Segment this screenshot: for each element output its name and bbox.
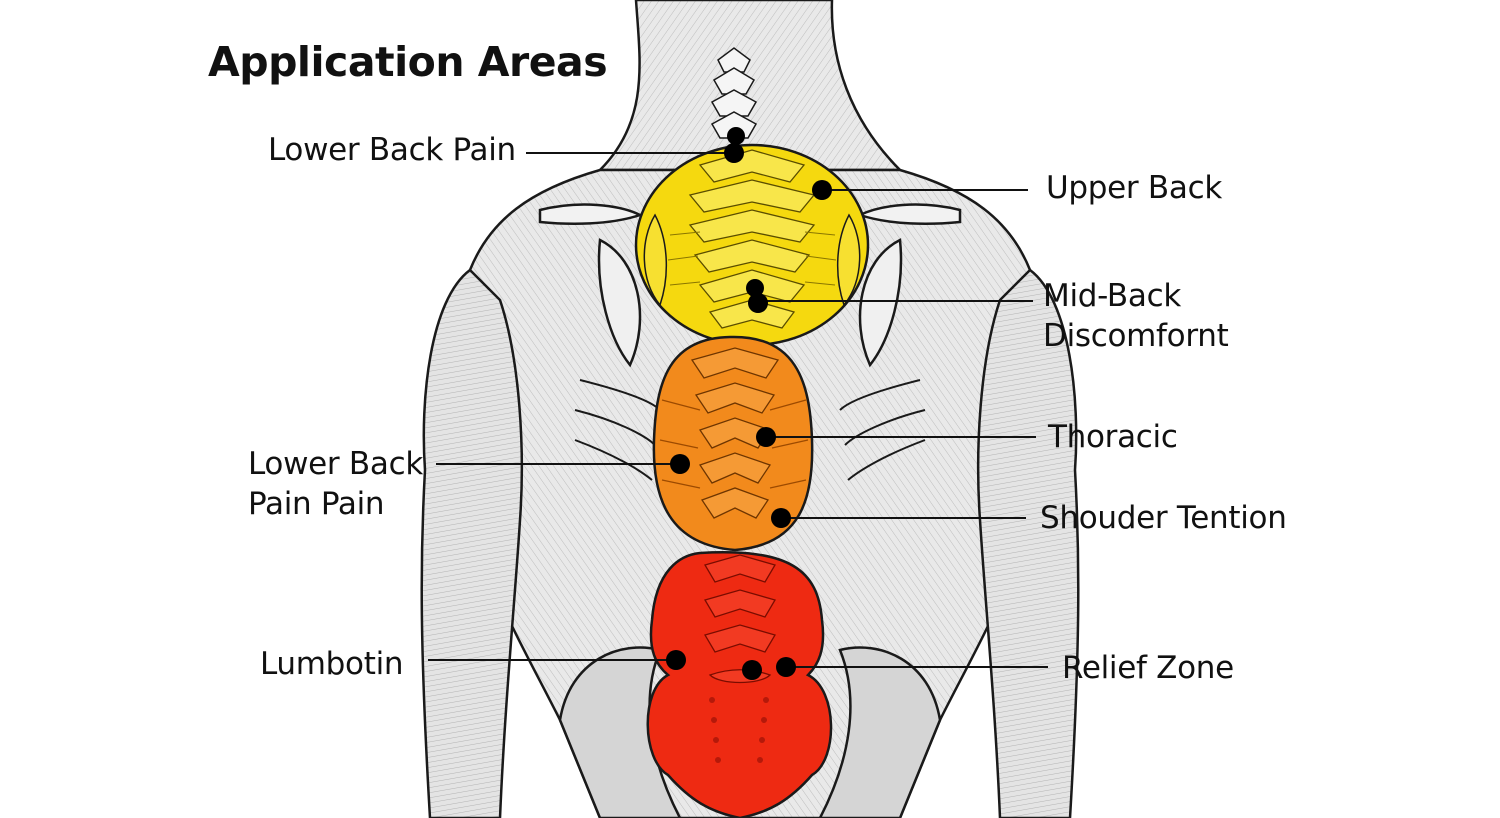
- label-text: Thoracic: [1048, 419, 1178, 455]
- label-shoulder-tension: Shouder Tention: [1040, 498, 1287, 538]
- marker-dot: [776, 657, 796, 677]
- label-mid-back-discomfort: Mid-Back Discomfornt: [1043, 276, 1229, 356]
- cervical-spine: [710, 47, 758, 139]
- label-relief-zone: Relief Zone: [1062, 648, 1234, 688]
- label-upper-back: Upper Back: [1046, 168, 1222, 208]
- label-text-line1: Mid-Back: [1043, 278, 1181, 314]
- label-text: Lower Back Pain: [268, 132, 516, 168]
- label-lower-back-pain-pain: Lower Back Pain Pain: [248, 444, 423, 524]
- marker-dot: [748, 293, 768, 313]
- label-lumbotin: Lumbotin: [260, 644, 404, 684]
- label-text: Relief Zone: [1062, 650, 1234, 686]
- marker-dot: [742, 660, 762, 680]
- lumbar-zone: [646, 551, 833, 818]
- marker-dot: [727, 127, 745, 145]
- thoracic-zone: [652, 335, 814, 552]
- marker-dot: [746, 279, 764, 297]
- label-lower-back-pain: Lower Back Pain: [268, 130, 516, 170]
- marker-dot: [756, 427, 776, 447]
- marker-dot: [670, 454, 690, 474]
- label-text-line1: Lower Back: [248, 446, 423, 482]
- label-text-line2: Pain Pain: [248, 486, 385, 522]
- marker-dot: [771, 508, 791, 528]
- diagram-title: Application Areas: [208, 38, 608, 86]
- leader-lines: [428, 152, 1048, 668]
- marker-dot: [724, 143, 744, 163]
- body-silhouette: [420, 0, 1080, 818]
- label-thoracic: Thoracic: [1048, 417, 1178, 457]
- marker-dot: [666, 650, 686, 670]
- point-markers: [666, 127, 832, 680]
- label-text-line2: Discomfornt: [1043, 318, 1229, 354]
- label-text: Upper Back: [1046, 170, 1222, 206]
- marker-dot: [812, 180, 832, 200]
- label-text: Shouder Tention: [1040, 500, 1287, 536]
- upper-back-zone: [634, 143, 870, 347]
- label-text: Lumbotin: [260, 646, 404, 682]
